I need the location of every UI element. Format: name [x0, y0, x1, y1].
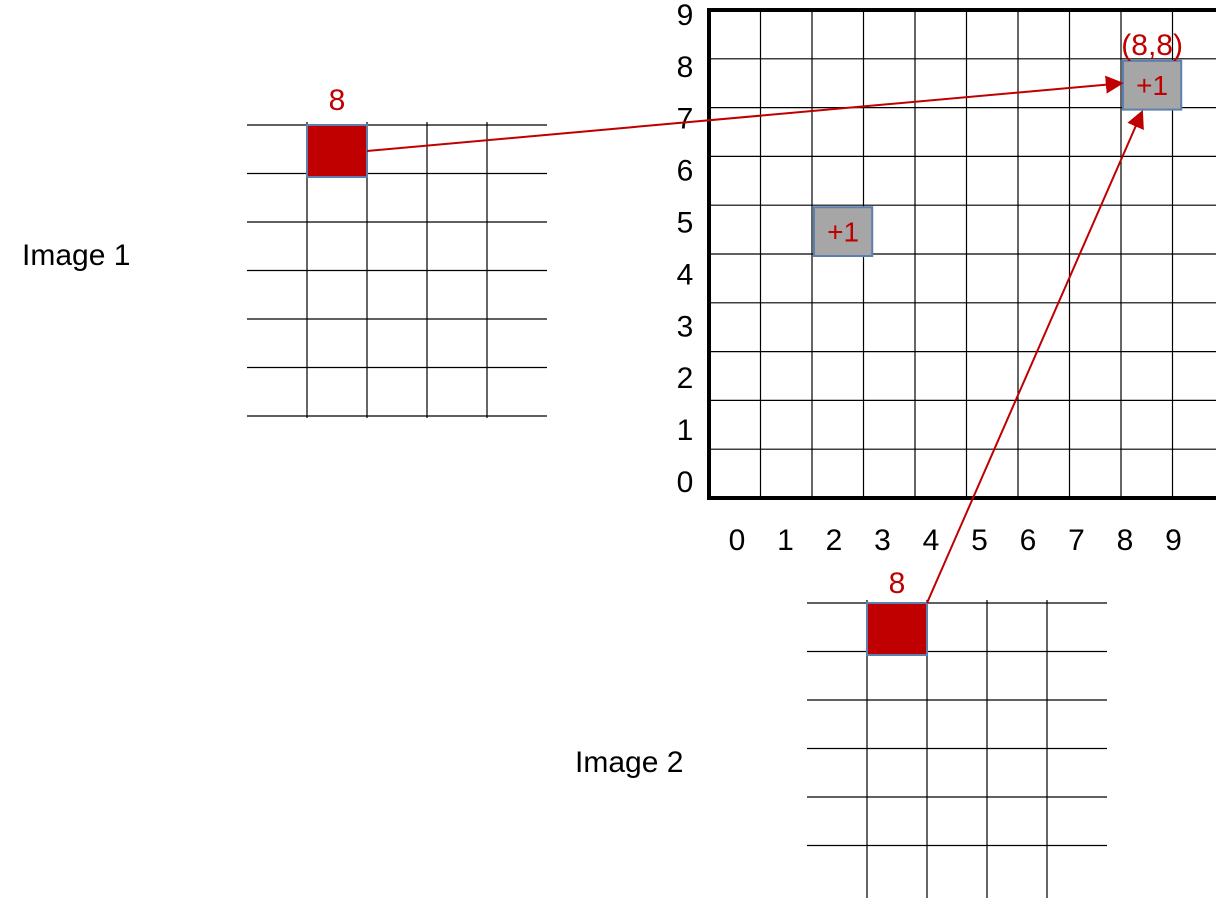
vote-arrow	[366, 75, 1124, 152]
y-tick-label: 3	[677, 310, 694, 343]
image2-group: Image 2 8	[575, 567, 1107, 898]
image2-highlighted-pixel	[866, 602, 928, 656]
image2-label: Image 2	[575, 746, 683, 779]
accumulator-votes: +1 +1 (8,8)	[813, 29, 1183, 257]
vote-arrow	[926, 109, 1144, 604]
image2-grid	[807, 600, 1107, 898]
x-tick-label: 7	[1068, 524, 1085, 557]
vote-arrows	[366, 75, 1144, 604]
x-tick-label: 0	[729, 524, 746, 557]
vote-coordinate-label: (8,8)	[1121, 29, 1183, 62]
y-tick-label: 5	[677, 207, 694, 240]
image1-group: Image 1 8	[22, 84, 547, 418]
y-tick-label: 9	[677, 0, 694, 32]
vote-label: +1	[1136, 70, 1168, 101]
y-tick-label: 1	[677, 414, 694, 447]
y-tick-label: 0	[677, 466, 694, 499]
image1-highlighted-pixel	[306, 124, 368, 178]
image1-pixel-value: 8	[329, 84, 346, 117]
vote-cell	[1122, 59, 1183, 111]
y-tick-label: 7	[677, 103, 694, 136]
x-tick-label: 6	[1020, 524, 1037, 557]
x-tick-label: 2	[826, 524, 843, 557]
x-tick-label: 8	[1117, 524, 1134, 557]
image1-label: Image 1	[22, 239, 130, 272]
vote-label: +1	[827, 217, 859, 248]
y-tick-label: 6	[677, 155, 694, 188]
y-tick-label: 2	[677, 362, 694, 395]
x-tick-label: 1	[777, 524, 794, 557]
y-tick-label: 8	[677, 51, 694, 84]
x-tick-label: 3	[874, 524, 891, 557]
image2-pixel-value: 8	[889, 567, 906, 600]
y-tick-label: 4	[677, 258, 694, 291]
image1-grid	[247, 122, 547, 418]
accumulator-y-axis-ticks: 0 1 2 3 4 5 6 7 8 9	[677, 0, 694, 499]
x-tick-label: 4	[923, 524, 940, 557]
x-tick-label: 9	[1165, 524, 1182, 557]
x-tick-label: 5	[971, 524, 988, 557]
vote-cell	[813, 206, 874, 257]
